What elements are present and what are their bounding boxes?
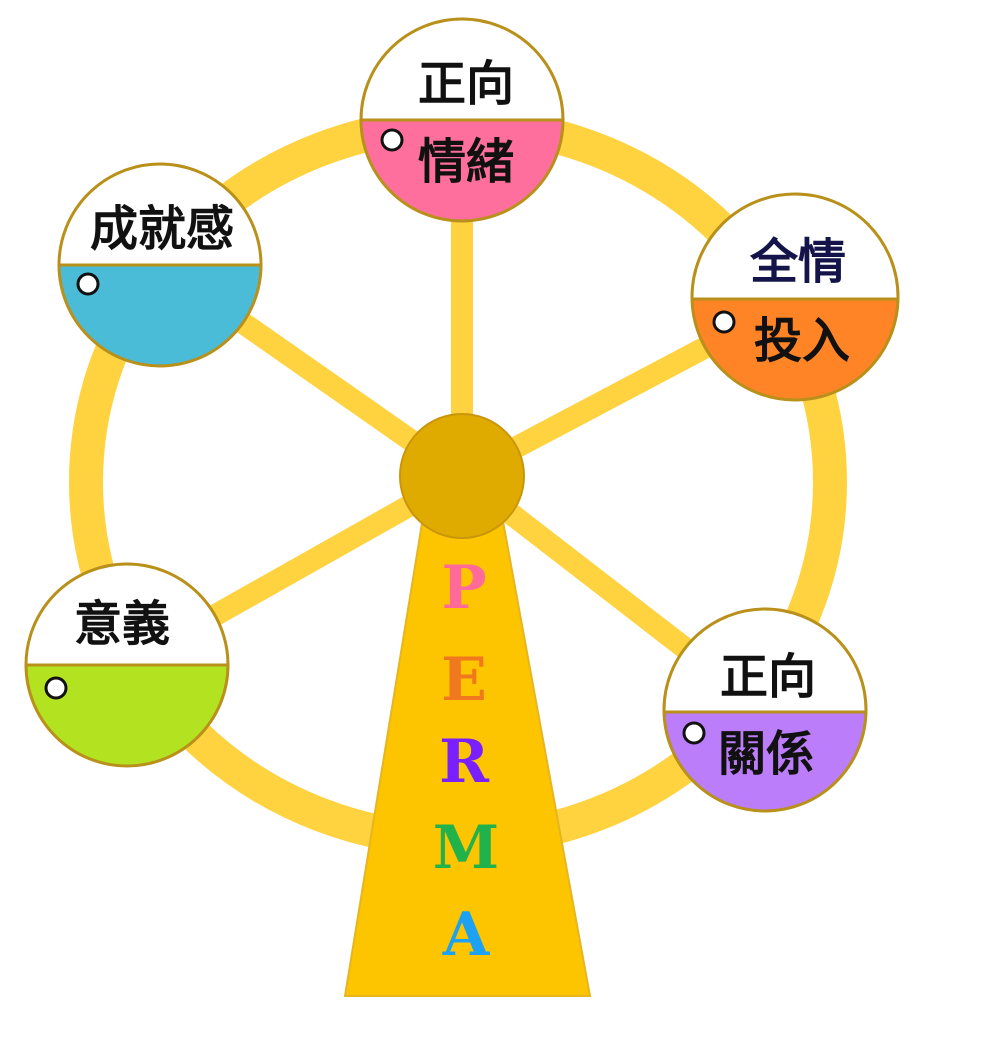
cabin-window-dot — [712, 310, 736, 334]
perma-letter-e: E — [441, 645, 487, 715]
cabin-positive-emotion: 正向 情緒 — [359, 17, 565, 223]
perma-letter-a: A — [442, 900, 491, 970]
cabin-bottom-label: 情緒 — [418, 134, 514, 190]
perma-letter-m: M — [433, 813, 499, 883]
cabin-window-dot — [44, 676, 68, 700]
cabin-bottom-label: 關係 — [718, 726, 814, 782]
cabin-bottom-label: 投入 — [754, 313, 850, 369]
cabin-window-dot — [380, 128, 404, 152]
cabin-engagement: 全情 投入 — [690, 192, 900, 402]
cabin-top-label: 意義 — [74, 596, 170, 652]
cabin-top-label: 正向 — [418, 56, 514, 112]
cabin-top-label: 全情 — [749, 234, 846, 290]
cabin-meaning: 意義 — [24, 562, 230, 768]
hub — [399, 413, 525, 539]
cabin-window-dot — [682, 721, 706, 745]
cabin-window-dot — [76, 272, 100, 296]
cabin-top-label: 成就感 — [90, 201, 234, 257]
perma-letter-p: P — [441, 553, 486, 623]
cabin-top-label: 正向 — [720, 649, 816, 705]
perma-acronym: P E R M A — [433, 553, 499, 970]
perma-letter-r: R — [439, 727, 490, 797]
